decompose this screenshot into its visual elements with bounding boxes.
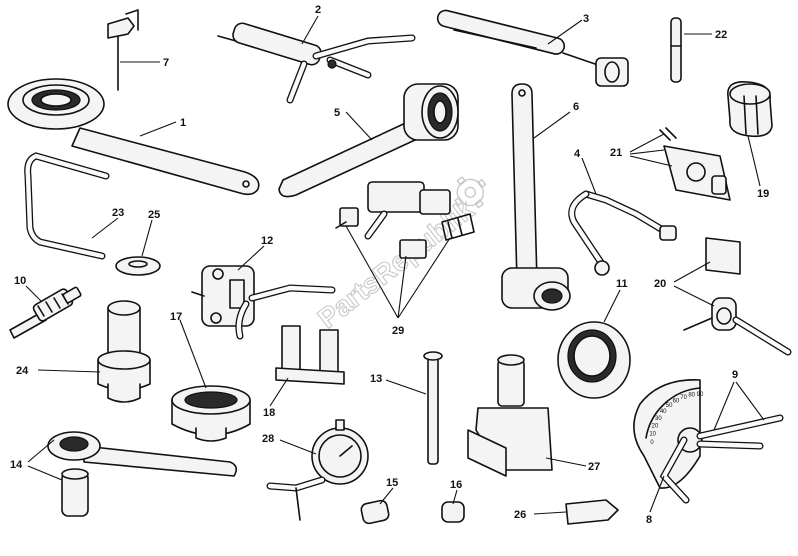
callout-8: 8 bbox=[646, 514, 652, 526]
protractor-scale-label: 60 bbox=[673, 398, 680, 404]
callout-12: 12 bbox=[261, 235, 273, 247]
tool-19-split-bushing bbox=[727, 80, 773, 138]
tool-10-threaded-adapter bbox=[9, 286, 82, 339]
callout-29: 29 bbox=[392, 325, 404, 337]
callout-18: 18 bbox=[263, 407, 275, 419]
callout-15: 15 bbox=[386, 477, 398, 489]
tool-3-slide-hammer bbox=[436, 9, 629, 87]
callout-17: 17 bbox=[170, 311, 182, 323]
tool-21-clamp-plate bbox=[659, 127, 731, 201]
callout-20: 20 bbox=[654, 278, 666, 290]
tool-23-bent-rod bbox=[24, 152, 110, 260]
callout-7: 7 bbox=[163, 57, 169, 69]
callout-11: 11 bbox=[616, 278, 628, 290]
tool-6-pin-spanner bbox=[501, 83, 571, 311]
tool-26-pin bbox=[565, 499, 619, 525]
protractor-scale-label: 20 bbox=[652, 424, 659, 430]
watermark-text: PartsRepublik bbox=[312, 194, 480, 335]
protractor-scale-label: 0 bbox=[650, 440, 654, 446]
tool-13-long-pin bbox=[423, 351, 443, 465]
callout-24: 24 bbox=[16, 365, 29, 377]
callout-6: 6 bbox=[573, 101, 579, 113]
tool-1-ring-spanner bbox=[7, 78, 260, 196]
tool-5-socket-spanner bbox=[278, 83, 459, 198]
callout-26: 26 bbox=[514, 509, 526, 521]
callout-layer: 1 2 3 4 5 6 7 8 9 10 11 12 13 14 15 16 bbox=[10, 4, 769, 526]
callout-14: 14 bbox=[10, 459, 23, 471]
protractor-scale-label: 30 bbox=[655, 416, 662, 422]
callout-19: 19 bbox=[757, 188, 769, 200]
tool-11-bearing-ring bbox=[557, 321, 631, 399]
tool-4-bent-handle bbox=[568, 190, 677, 276]
tool-29-clamp-kit bbox=[335, 181, 475, 259]
tool-27-puller bbox=[467, 354, 553, 477]
callout-10: 10 bbox=[14, 275, 26, 287]
tool-7-angled-pin bbox=[107, 9, 139, 91]
callout-5: 5 bbox=[334, 107, 340, 119]
callout-2: 2 bbox=[315, 4, 321, 16]
tool-24-drift bbox=[97, 300, 151, 403]
tool-18-holder-frame bbox=[275, 325, 345, 385]
tool-14-spanner bbox=[47, 431, 238, 517]
callout-28: 28 bbox=[262, 433, 274, 445]
callout-13: 13 bbox=[370, 373, 382, 385]
protractor-scale-label: 70 bbox=[680, 395, 687, 401]
protractor-scale-label: 40 bbox=[660, 409, 667, 415]
tool-16-nut bbox=[441, 501, 465, 523]
tool-2-t-handle-puller bbox=[217, 22, 416, 104]
protractor-scale-label: 80 bbox=[688, 393, 695, 399]
protractor-scale-label: 90 bbox=[697, 392, 704, 398]
tool-25-washer bbox=[115, 256, 161, 276]
callout-27: 27 bbox=[588, 461, 600, 473]
tool-28-dial-gauge bbox=[266, 419, 369, 521]
protractor-scale-label: 10 bbox=[649, 432, 656, 438]
callout-4: 4 bbox=[574, 148, 581, 160]
callout-23: 23 bbox=[112, 207, 124, 219]
callout-25: 25 bbox=[148, 209, 160, 221]
callout-16: 16 bbox=[450, 479, 462, 491]
tool-20-plate-clamp bbox=[683, 237, 792, 356]
callout-3: 3 bbox=[583, 13, 589, 25]
protractor-scale-label: 50 bbox=[666, 403, 673, 409]
callout-1: 1 bbox=[180, 117, 186, 129]
tool-22-pin bbox=[670, 17, 682, 83]
tool-15-nut bbox=[360, 499, 390, 525]
gear-watermark-icon bbox=[454, 176, 487, 209]
callout-9: 9 bbox=[732, 369, 738, 381]
callout-22: 22 bbox=[715, 29, 727, 41]
tool-17-octagonal-socket bbox=[171, 385, 251, 442]
tool-12-puller bbox=[191, 265, 336, 340]
callout-21: 21 bbox=[610, 147, 622, 159]
